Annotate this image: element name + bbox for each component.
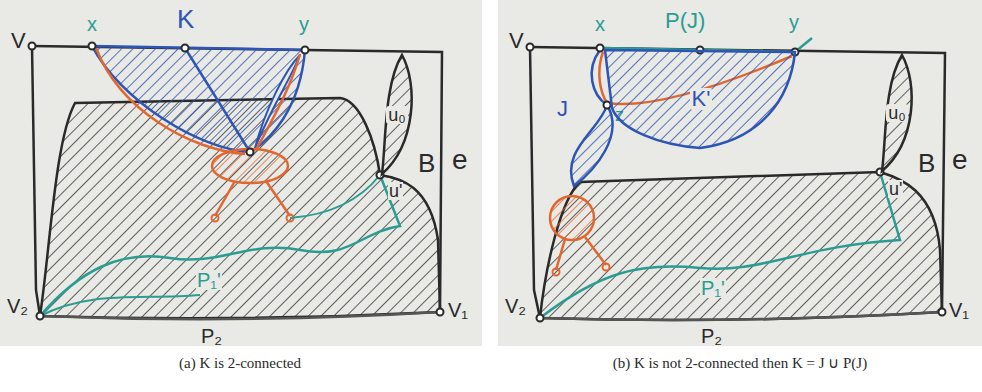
path-p2	[540, 312, 942, 320]
region-shape	[382, 55, 412, 174]
vertex	[37, 313, 44, 320]
edge-label: e	[951, 146, 969, 174]
k-lobe	[255, 55, 300, 148]
path-p2	[40, 312, 440, 319]
vertex-label: V₁	[948, 300, 970, 320]
path-p1	[540, 172, 900, 318]
whiteboard	[498, 0, 982, 346]
path-label: P(J)	[664, 10, 706, 32]
vertices	[29, 43, 444, 320]
vertex	[29, 43, 36, 50]
vertex	[437, 309, 444, 316]
component-label: K	[176, 6, 195, 32]
caption: (b) K is not 2-connected then K = J ∪ P(…	[612, 356, 868, 371]
vertex	[247, 149, 254, 156]
vertex-label: x	[86, 14, 98, 34]
component-label: J	[556, 98, 569, 120]
path-label: P₂	[200, 326, 223, 346]
vertex	[537, 315, 544, 322]
path-label: P₁'	[196, 270, 222, 290]
region-label: u₀	[386, 106, 407, 124]
block-region	[540, 172, 942, 320]
orange-path	[556, 237, 606, 270]
frame-line	[530, 47, 540, 318]
vertex-label: y	[298, 14, 310, 34]
vertex	[212, 215, 219, 222]
frame-line	[32, 46, 442, 312]
path-label: P₁'	[700, 278, 726, 298]
vertex-label: x	[594, 14, 606, 34]
caption: (a) K is 2-connected	[178, 356, 302, 371]
frame-line	[32, 46, 40, 316]
region-label: u₀	[886, 104, 907, 122]
path-p1	[290, 175, 380, 218]
vertex-label: V	[508, 30, 525, 52]
lens-region: u₀	[880, 54, 914, 172]
vertex	[604, 102, 611, 109]
vertex	[89, 43, 96, 50]
region-label: K'	[690, 88, 713, 110]
vertices	[527, 44, 946, 322]
vertex	[597, 45, 604, 52]
block-label: B	[917, 150, 936, 176]
whiteboard	[0, 0, 482, 346]
j-region	[571, 105, 612, 186]
path-p1	[40, 175, 400, 316]
vertex-label: V₂	[6, 296, 29, 316]
k-prime-region: K'	[605, 48, 797, 150]
path-label: P₂	[700, 326, 723, 346]
vertex-label: u'	[888, 180, 903, 198]
vertex-label: y	[788, 12, 800, 32]
region-shape	[605, 50, 795, 148]
orange-path	[256, 54, 300, 150]
k-region	[92, 46, 305, 152]
vertex	[527, 44, 534, 51]
vertex	[603, 264, 610, 271]
orange-blob	[212, 149, 288, 183]
orange-blob	[550, 196, 594, 240]
vertex	[182, 45, 189, 52]
path-p1	[40, 295, 200, 316]
vertex	[553, 269, 560, 276]
vertex	[939, 309, 946, 316]
edge-label: e	[451, 146, 469, 174]
region-shape	[882, 55, 912, 171]
vertex-label: V₁	[447, 300, 469, 320]
orange-path	[96, 48, 245, 154]
lens-region: u₀	[380, 54, 414, 175]
vertex-label: V	[10, 30, 27, 52]
orange-path	[215, 181, 290, 216]
vertex-label: V₂	[504, 296, 527, 316]
k-line	[185, 48, 250, 152]
vertex-label: u'	[388, 182, 403, 200]
block-label: B	[417, 150, 436, 176]
vertex	[302, 47, 309, 54]
